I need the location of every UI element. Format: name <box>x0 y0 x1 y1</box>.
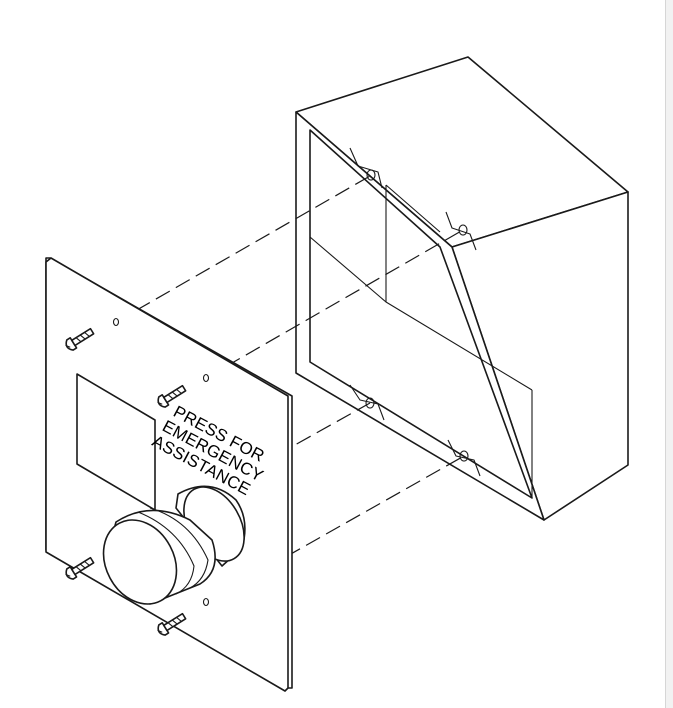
button-band-2 <box>137 511 195 595</box>
button-band-1 <box>149 507 209 589</box>
button-cap <box>102 519 178 605</box>
screw-top-right <box>157 384 187 408</box>
scrollbar-track[interactable] <box>665 0 673 708</box>
back-box-inner-edge-3 <box>385 184 441 233</box>
back-box-ear-top-left <box>349 147 383 189</box>
plate-hole-2 <box>202 373 210 383</box>
screw-top-left <box>65 327 95 351</box>
push-button <box>102 485 246 605</box>
plate-hole-1 <box>112 317 120 327</box>
plate-hole-4 <box>202 597 210 607</box>
screw-bottom-left <box>65 556 95 580</box>
cover-plate-face <box>45 257 289 692</box>
alignment-line-1 <box>115 175 371 323</box>
back-box-ear-bottom-left <box>349 384 385 421</box>
alignment-line-2 <box>205 229 464 379</box>
back-box <box>295 56 629 521</box>
screw-bottom-right <box>157 612 187 636</box>
cover-plate <box>45 257 293 692</box>
back-box-inner-edge-2 <box>309 236 387 303</box>
back-box-ear-bottom-right <box>447 439 481 477</box>
back-box-ear-top-right <box>445 211 477 251</box>
